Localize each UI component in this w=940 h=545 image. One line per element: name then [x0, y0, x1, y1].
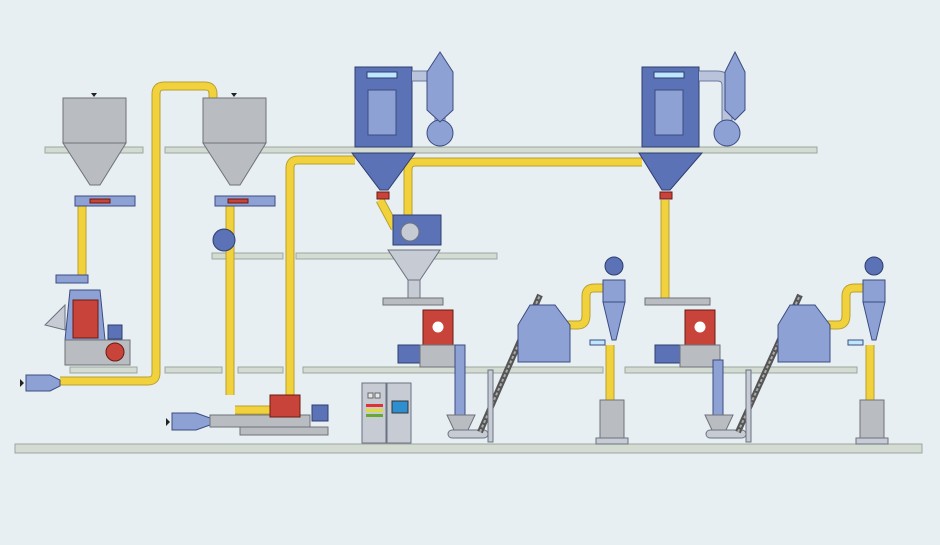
monitor: [391, 400, 409, 414]
mill-bottom: [166, 394, 329, 436]
hopper-marker-icon: [91, 93, 97, 97]
lower-shelf-a: [69, 366, 138, 374]
cyclone-packer-2: [847, 256, 889, 445]
top-shelf-main: [164, 146, 818, 154]
hopper-left: [62, 93, 136, 207]
inlet-arrow-icon: [166, 418, 170, 426]
middle-shelf-left: [211, 252, 284, 260]
lower-shelf-d: [302, 366, 604, 374]
hopper-marker-icon: [231, 93, 237, 97]
lower-shelf-e: [624, 366, 858, 374]
bag-filter-2: [638, 50, 746, 200]
mill-left: [20, 274, 131, 392]
floor: [14, 443, 923, 454]
inlet-arrow-icon: [20, 379, 24, 387]
bag-filter-1: [350, 51, 454, 200]
mixer-tank-1: [517, 304, 571, 363]
classifier-mill: [382, 214, 461, 368]
mill-right: [644, 297, 721, 368]
lower-shelf-c: [237, 366, 284, 374]
hopper-middle: [202, 93, 276, 252]
yellow-pipes: [60, 81, 875, 415]
lower-shelf-b: [164, 366, 223, 374]
cyclone-packer-1: [589, 256, 629, 445]
control-cabinet: [361, 382, 412, 444]
mixer-tank-2: [777, 304, 831, 363]
